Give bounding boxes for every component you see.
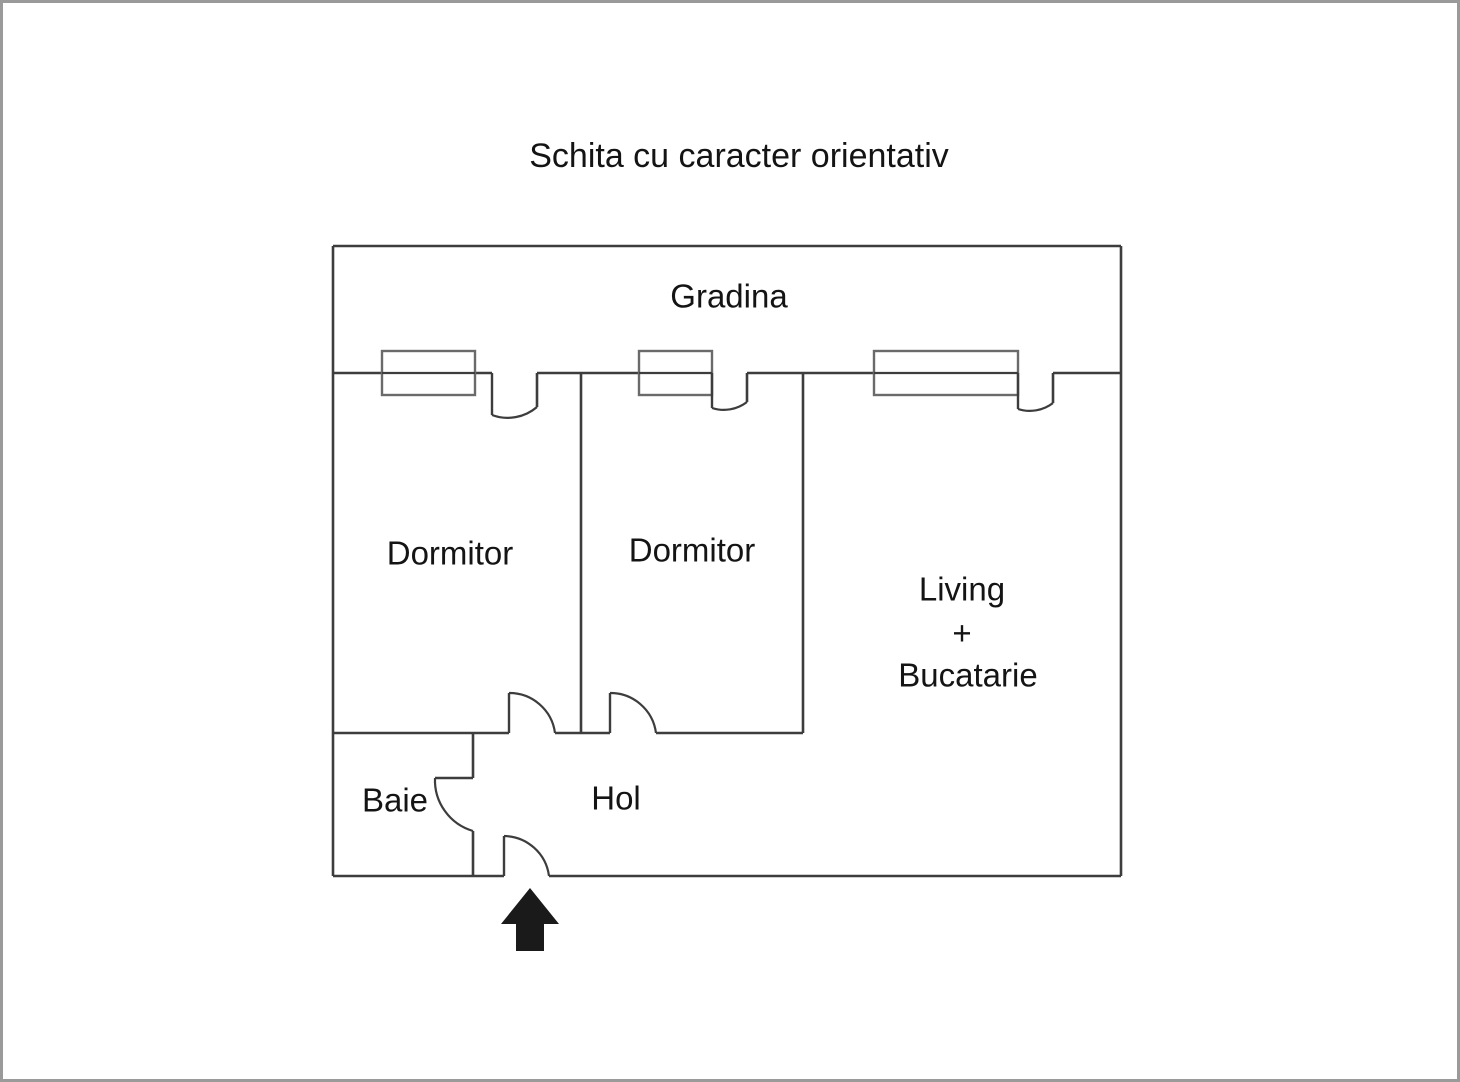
- floorplan-drawing: Schita cu caracter orientativ: [331, 137, 1123, 951]
- entrance-arrow: [501, 888, 559, 951]
- room-label-baie: Baie: [362, 782, 428, 819]
- door-baie: [433, 776, 474, 833]
- room-label-dormitor-2: Dormitor: [629, 532, 756, 569]
- room-label-bucatarie: Bucatarie: [898, 657, 1037, 694]
- room-label-gradina: Gradina: [670, 278, 788, 315]
- building-outline: [331, 244, 1123, 878]
- room-label-living: Living: [919, 571, 1005, 608]
- window-living: [872, 349, 1020, 397]
- room-label-hol: Hol: [591, 780, 641, 817]
- room-label-living-plus: +: [952, 615, 971, 652]
- window-dormitor-2: [637, 349, 714, 397]
- door-living-garden: [1016, 373, 1055, 412]
- window-dormitor-1: [380, 349, 477, 397]
- room-label-dormitor-1: Dormitor: [387, 535, 514, 572]
- door-dormitor-1-garden: [490, 373, 539, 419]
- door-dormitor-2-garden: [710, 373, 749, 411]
- door-entrance: [502, 834, 551, 877]
- door-dormitor-1-hall: [507, 691, 557, 734]
- door-dormitor-2-hall: [608, 691, 658, 734]
- page-title: Schita cu caracter orientativ: [529, 137, 949, 175]
